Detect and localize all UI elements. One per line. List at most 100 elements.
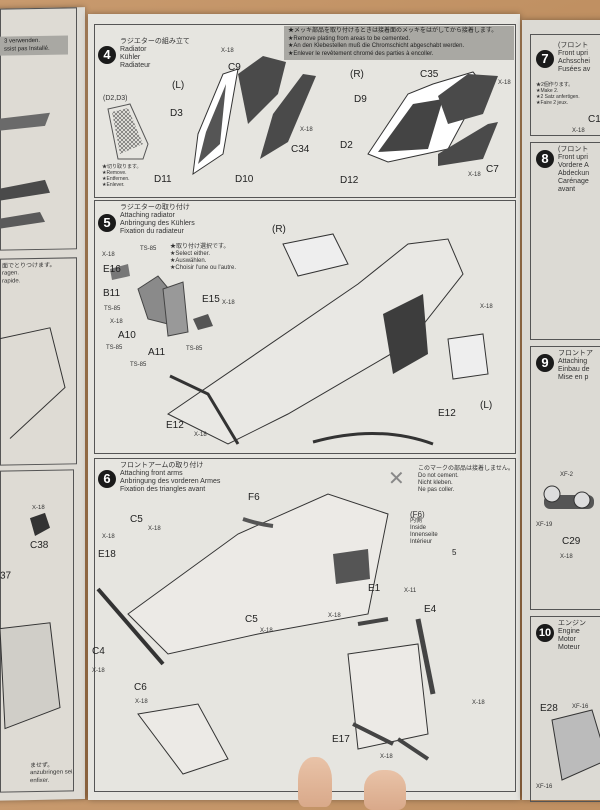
radiator-mesh-part: [107, 103, 149, 160]
title-line: Fusées av: [558, 66, 591, 73]
note-line: Innenseite: [410, 532, 438, 538]
chrome-plating-note: ★メッキ部品を取り付けるときは接着面のメッキをはがしてから接着します。 ★Rem…: [284, 26, 514, 60]
part-label: XF-16: [572, 704, 589, 710]
step-9-box: [530, 346, 600, 610]
part-label: E15: [202, 294, 220, 305]
left-text: rapide.: [2, 278, 21, 285]
do-not-cement-note: このマークの部品は接着しません。 Do not cement. Nicht kl…: [418, 466, 514, 494]
part-label: E12: [166, 420, 184, 431]
part-label: X-18: [472, 700, 485, 706]
title-de: Anbringung des Kühlers: [120, 220, 195, 227]
part-label: D10: [235, 174, 254, 185]
part-label: X-18: [498, 80, 511, 86]
note-line: ★メッキ部品を取り付けるときは接着面のメッキをはがしてから接着します。: [288, 28, 498, 34]
part-label: F6: [248, 492, 260, 503]
part-e1: [357, 617, 389, 626]
note-line: ★2 Satz anfertigen.: [536, 94, 580, 100]
select-either-note: ★取り付け選択です。 ★Select either. ★Auswählen. ★…: [170, 244, 236, 272]
title-fr: Fixation des triangles avant: [120, 486, 206, 493]
part-label: X-18: [222, 300, 235, 306]
step-number-badge: 10: [536, 624, 554, 642]
left-page-parts-drawing: [0, 112, 66, 730]
part-label: E4: [424, 604, 437, 615]
part-label: TS-85: [106, 345, 123, 351]
part-label: X-18: [102, 252, 115, 258]
part-label: D9: [354, 94, 367, 105]
part-label: C35: [420, 69, 439, 80]
part-label: C38: [30, 539, 49, 552]
title-ja: フロントアームの取り付け: [120, 462, 204, 469]
left-part: [0, 112, 50, 131]
step-10-title: エンジン Engine Motor Moteur: [558, 620, 586, 652]
note-line: Ne pas coller.: [418, 487, 455, 493]
part-e18: [96, 587, 165, 666]
radiator-assembly: [162, 281, 189, 337]
radiator-left-core: [198, 84, 226, 164]
step-4-title: ラジエターの組み立て Radiator Kühler Radiateur: [120, 38, 190, 70]
step-6-box: [94, 458, 516, 792]
part-c35: [438, 74, 498, 124]
inside-note: (F6) 内側 Inside Innenseite Intérieur: [410, 511, 438, 546]
left-page: 3 verwenden. ssist pas Installé. 面でとりつけま…: [0, 7, 85, 801]
radiator-intake: [333, 549, 370, 584]
part-label: (D2,D3): [103, 95, 128, 102]
step-8-title: (フロント Front upri Vordere A Abdeckun Caré…: [558, 146, 589, 194]
title-en: Radiator: [120, 46, 147, 53]
center-page: 4 ラジエターの組み立て Radiator Kühler Radiateur ★…: [88, 14, 520, 800]
part-label: E12: [438, 408, 456, 419]
note-line: Do not cement.: [418, 473, 459, 479]
part-e4: [415, 618, 436, 695]
title-de: Kühler: [120, 54, 141, 61]
title-line: エンジン: [558, 620, 586, 627]
note-line: ★Remove.: [102, 170, 127, 176]
part-label: X-18: [110, 319, 123, 325]
part-label: X-18: [328, 613, 341, 619]
part-label: X-18: [135, 699, 148, 705]
title-ja: ラジエターの組み立て: [120, 38, 190, 45]
note-line: ★切り取ります。: [102, 164, 142, 170]
step-8-box: [530, 142, 600, 340]
title-line: Achsschei: [558, 58, 590, 65]
title-line: (フロント: [558, 42, 589, 49]
part-label: C34: [291, 144, 310, 155]
part-label: X-18: [480, 304, 493, 310]
note-line: Inside: [410, 525, 427, 531]
step-9-title: フロントア Attaching Einbau de Mise en p: [558, 350, 593, 382]
left-part: [0, 327, 66, 439]
left-part: [30, 512, 50, 537]
step-4-box: [94, 24, 516, 198]
step-number-badge: 7: [536, 50, 554, 68]
note-line: Nicht kleben.: [418, 480, 453, 486]
part-label: A11: [148, 347, 166, 358]
part-c7: [438, 122, 498, 166]
part-label: (L): [172, 80, 185, 91]
part-label: 5: [452, 548, 457, 557]
note-line: Intérieur: [410, 539, 433, 545]
title-fr: Radiateur: [120, 62, 151, 69]
part-label: E1: [368, 583, 381, 594]
arm-assembly-right: [347, 643, 429, 750]
part-label: D3: [170, 108, 183, 119]
part-label: XF-2: [560, 472, 574, 478]
note-line: (F6): [410, 510, 425, 519]
left-part: [0, 179, 50, 201]
engine-part: [551, 709, 600, 781]
note-line: このマークの部品は接着しません。: [418, 466, 514, 472]
note-line: ★Remove plating from areas to be cemente…: [288, 35, 411, 42]
left-text: ragen.: [2, 270, 20, 277]
part-label: TS-85: [140, 246, 157, 252]
part-label: XF-16: [536, 784, 553, 790]
part-label: E17: [332, 734, 350, 745]
part-c9: [238, 56, 286, 124]
part-label: TS-85: [130, 362, 147, 368]
left-text: 面でとりつけます。: [2, 262, 56, 270]
center-page-parts-drawing: [96, 56, 498, 775]
part-label: C5: [130, 514, 143, 525]
part-label: XF-19: [536, 522, 553, 528]
right-page: 7 (フロント Front upri Achsschei Fusées av ★…: [522, 20, 600, 802]
title-line: Moteur: [558, 644, 580, 651]
note-line: ★Auswählen.: [170, 258, 207, 264]
title-line: Carénage: [558, 178, 589, 185]
note-line: ★取り付け選択です。: [170, 244, 230, 250]
make-two-note: ★2個作ります。 ★Make 2. ★2 Satz anfertigen. ★F…: [536, 82, 580, 106]
